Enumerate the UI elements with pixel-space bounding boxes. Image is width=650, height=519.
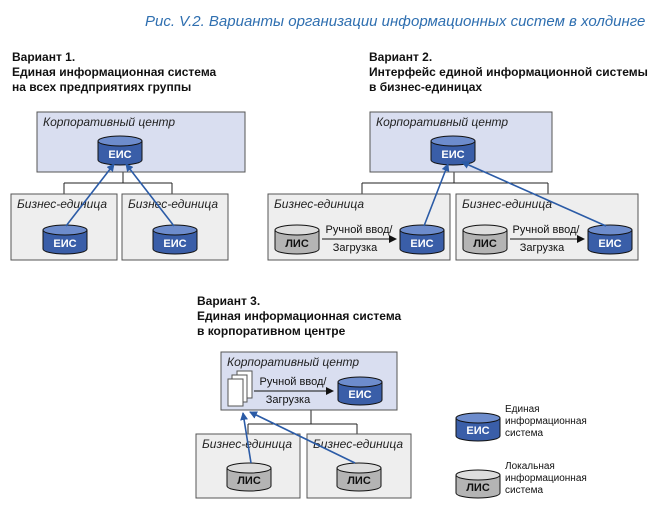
v2-left-manual-input-label: Ручной ввод/	[326, 224, 394, 236]
v1-business-unit-right-label: Бизнес-единица	[128, 197, 218, 211]
v1-center-eis-label: ЕИС	[108, 149, 131, 161]
legend-lis-text: Локальная информационная система	[505, 461, 587, 497]
legend-lis-line2: информационная	[505, 473, 587, 484]
v3-center-eis-icon: ЕИС	[337, 376, 383, 406]
v1-unit-right-eis-label: ЕИС	[163, 238, 186, 250]
v2-left-eis-icon: ЕИС	[399, 224, 445, 255]
v2-left-upload-label: Загрузка	[333, 242, 378, 254]
v2-business-unit-left-label: Бизнес-единица	[274, 197, 364, 211]
v2-right-lis-icon: ЛИС	[462, 224, 508, 255]
v3-left-lis-icon: ЛИС	[226, 462, 272, 492]
v3-corporate-center-label: Корпоративный центр	[227, 355, 359, 369]
variant-2-title: Вариант 2.	[369, 50, 433, 64]
v1-arrow-right	[125, 163, 175, 227]
v2-right-lis-label: ЛИС	[473, 238, 497, 250]
v2-arrow-right	[461, 161, 607, 227]
legend-lis-icon: ЛИС	[455, 469, 501, 499]
v3-right-lis-label: ЛИС	[347, 475, 371, 487]
variant-2-heading: Вариант 2. Интерфейс единой информационн…	[369, 50, 648, 95]
v1-corporate-center-label: Корпоративный центр	[43, 115, 175, 129]
v2-center-eis-label: ЕИС	[441, 149, 464, 161]
variant-1-title: Вариант 1.	[12, 50, 76, 64]
legend-eis-line3: система	[505, 428, 544, 439]
v2-center-eis-icon: ЕИС	[430, 135, 476, 166]
v3-documents-icon	[227, 370, 253, 407]
variant-1-diagram: Корпоративный центр Бизнес-единица Бизне…	[10, 111, 246, 261]
variant-3-title: Вариант 3.	[197, 294, 261, 308]
v2-arrow-left	[423, 163, 450, 227]
v3-manual-input-label: Ручной ввод/	[260, 376, 328, 388]
v1-unit-left-eis-label: ЕИС	[53, 238, 76, 250]
variant-3-line3: в корпоративном центре	[197, 324, 346, 338]
v2-corporate-center-label: Корпоративный центр	[376, 115, 508, 129]
legend-lis-symbol: ЛИС	[466, 482, 490, 494]
variant-2-line3: в бизнес-единицах	[369, 80, 483, 94]
v3-upload-label: Загрузка	[266, 394, 311, 406]
variant-2-diagram: Корпоративный центр Бизнес-единица Бизне…	[267, 111, 639, 261]
v2-left-eis-label: ЕИС	[410, 238, 433, 250]
variant-2-line2: Интерфейс единой информационной системы	[369, 65, 648, 79]
v2-right-eis-label: ЕИС	[598, 238, 621, 250]
v3-center-eis-label: ЕИС	[348, 389, 371, 401]
legend-eis-line2: информационная	[505, 416, 587, 427]
variant-1-heading: Вариант 1. Единая информационная система…	[12, 50, 216, 95]
v3-arrow-right	[249, 411, 356, 464]
legend-lis-line1: Локальная	[505, 461, 555, 472]
v3-arrow-left	[240, 412, 252, 464]
v2-left-lis-icon: ЛИС	[274, 224, 320, 255]
v2-right-upload-label: Загрузка	[520, 242, 565, 254]
legend-eis-icon: ЕИС	[455, 412, 501, 442]
figure-caption: Рис. V.2. Варианты организации информаци…	[145, 13, 646, 30]
legend-eis-line1: Единая	[505, 404, 540, 415]
v3-right-lis-icon: ЛИС	[336, 462, 382, 492]
variant-1-line3: на всех предприятиях группы	[12, 80, 192, 94]
legend-eis-text: Единая информационная система	[505, 404, 587, 440]
v2-right-eis-icon: ЕИС	[587, 224, 633, 255]
v1-arrow-left	[65, 163, 115, 227]
v2-left-lis-label: ЛИС	[285, 238, 309, 250]
v3-business-unit-right-label: Бизнес-единица	[313, 437, 403, 451]
v3-left-lis-label: ЛИС	[237, 475, 261, 487]
legend-lis-line3: система	[505, 485, 544, 496]
legend: ЕИС ЛИС	[455, 412, 501, 499]
v2-business-unit-right-label: Бизнес-единица	[462, 197, 552, 211]
variant-3-line2: Единая информационная система	[197, 309, 402, 323]
variant-1-line2: Единая информационная система	[12, 65, 217, 79]
variant-3-diagram: Корпоративный центр Ручной ввод/ Загрузк…	[195, 351, 412, 499]
v1-center-eis-icon: ЕИС	[97, 135, 143, 166]
v2-right-manual-input-label: Ручной ввод/	[513, 224, 581, 236]
v1-unit-left-eis-icon: ЕИС	[42, 224, 88, 255]
v1-unit-right-eis-icon: ЕИС	[152, 224, 198, 255]
variant-3-heading: Вариант 3. Единая информационная система…	[197, 294, 401, 339]
legend-eis-symbol: ЕИС	[466, 425, 489, 437]
v1-business-unit-left-label: Бизнес-единица	[17, 197, 107, 211]
